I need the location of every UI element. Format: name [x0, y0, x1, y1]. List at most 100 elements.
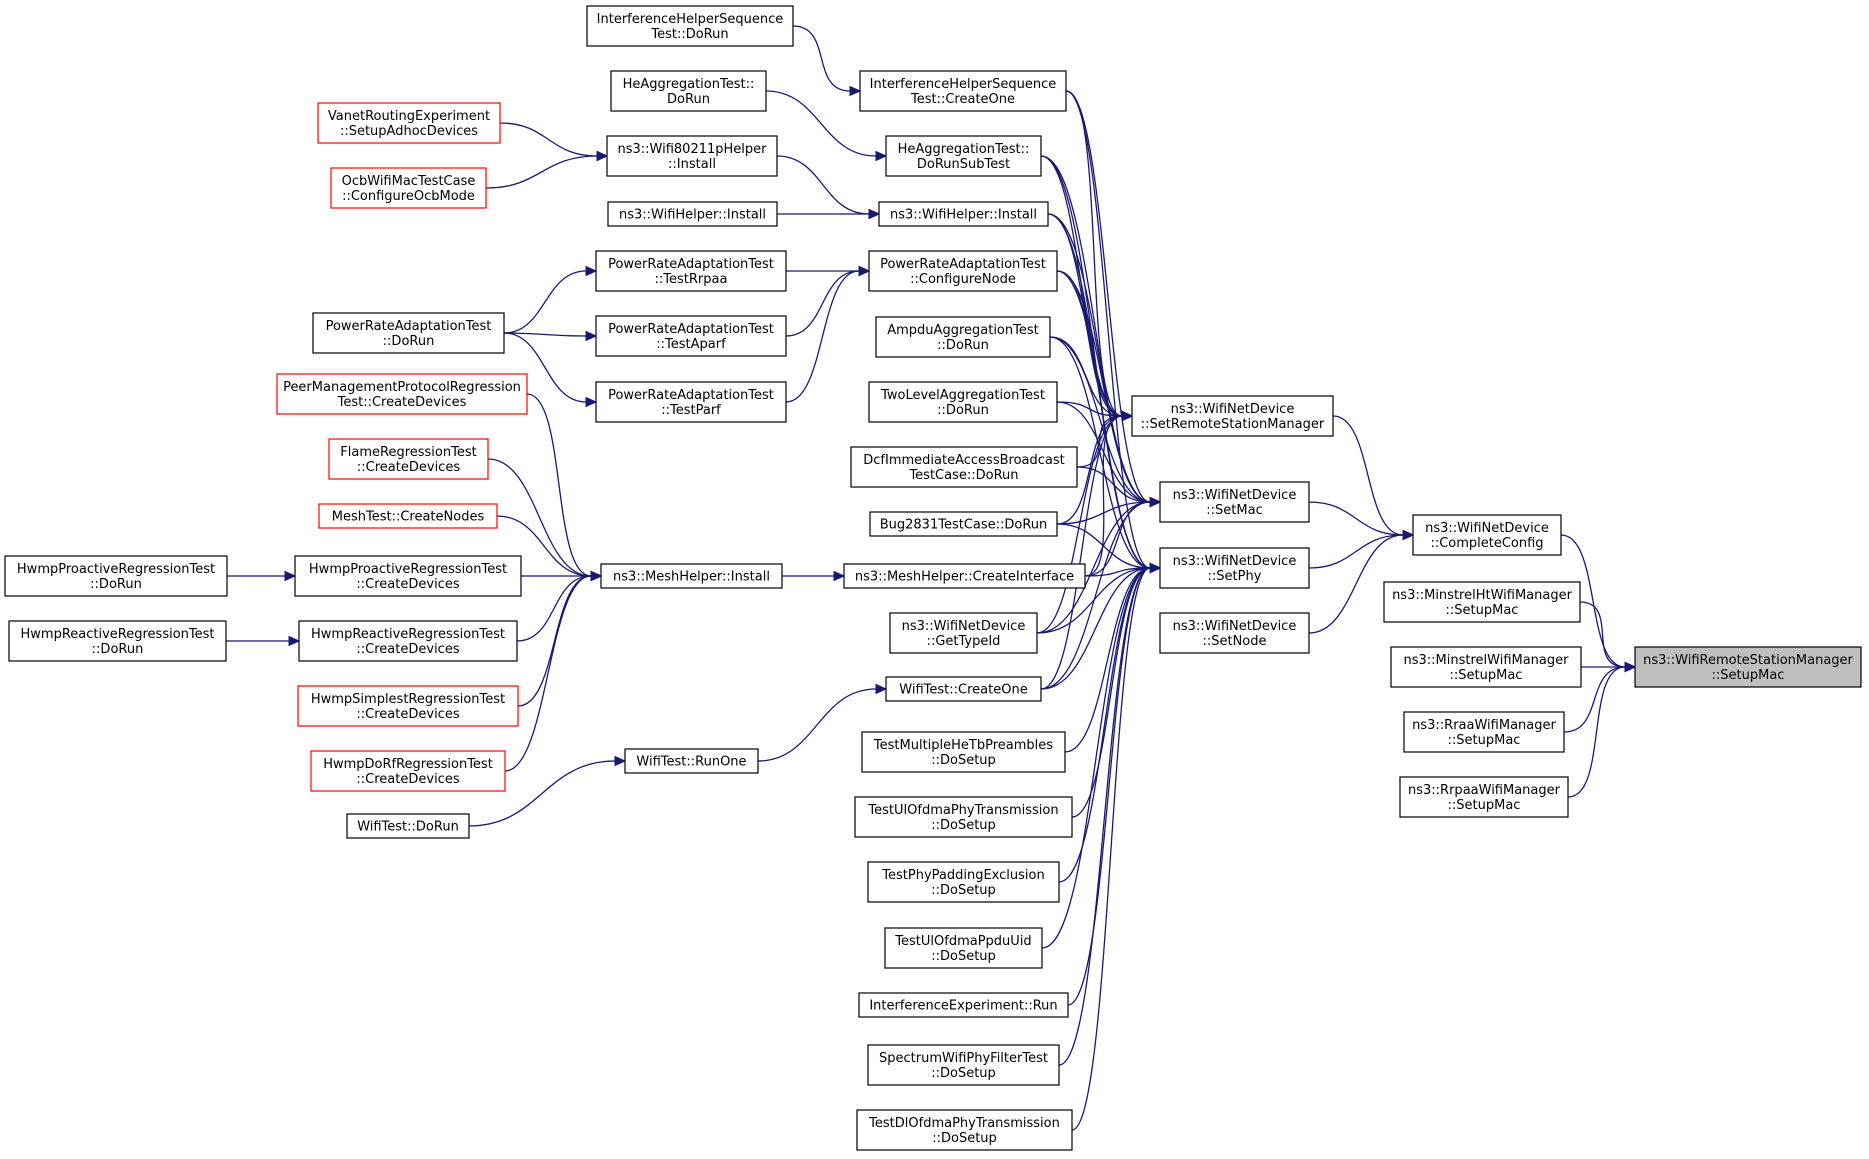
graph-node-ocb[interactable]: OcbWifiMacTestCase::ConfigureOcbMode: [330, 167, 487, 209]
graph-node-tmhe[interactable]: TestMultipleHeTbPreambles::DoSetup: [861, 731, 1066, 773]
graph-node-vanet[interactable]: VanetRoutingExperiment::SetupAdhocDevice…: [317, 102, 501, 144]
arrowhead: [585, 396, 598, 408]
graph-node-hpr_dr[interactable]: HwmpProactiveRegressionTest::DoRun: [4, 555, 228, 597]
graph-node-pra_aparf[interactable]: PowerRateAdaptationTest::TestAparf: [595, 315, 787, 357]
edge-line: [1308, 534, 1404, 569]
graph-node-mw[interactable]: ns3::MinstrelWifiManager::SetupMac: [1390, 646, 1582, 688]
graph-node-wt_co[interactable]: WifiTest::CreateOne: [885, 676, 1042, 702]
node-label-line: ::CreateDevices: [356, 642, 459, 657]
node-box: [885, 676, 1042, 702]
graph-node-hsr_cd[interactable]: HwmpSimplestRegressionTest::CreateDevice…: [297, 685, 519, 727]
graph-node-wt_ro[interactable]: WifiTest::RunOne: [624, 748, 759, 774]
node-box: [310, 750, 506, 792]
node-box: [624, 748, 759, 774]
node-box: [607, 201, 778, 227]
graph-node-hea_dr[interactable]: HeAggregationTest::DoRun: [610, 70, 767, 112]
edge-line: [1056, 501, 1151, 525]
graph-node-wh_inst[interactable]: ns3::WifiHelper::Install: [878, 201, 1049, 227]
graph-node-srsm[interactable]: ns3::WifiNetDevice::SetRemoteStationMana…: [1131, 395, 1334, 437]
graph-node-ihs_co[interactable]: InterferenceHelperSequenceTest::CreateOn…: [859, 70, 1067, 112]
arrowhead: [596, 150, 609, 162]
graph-node-tulppdu[interactable]: TestUlOfdmaPpduUid::DoSetup: [884, 927, 1043, 969]
node-label-line: FlameRegressionTest: [340, 445, 476, 460]
node-label-line: InterferenceHelperSequence: [597, 12, 784, 27]
node-label-line: ns3::WifiNetDevice: [1173, 554, 1297, 569]
graph-node-w80211p[interactable]: ns3::Wifi80211pHelper::Install: [606, 135, 778, 177]
edge-line: [785, 270, 860, 337]
graph-node-pra_dr[interactable]: PowerRateAdaptationTest::DoRun: [312, 312, 505, 354]
edge-line: [1560, 534, 1626, 668]
node-box: [330, 167, 487, 209]
node-box: [586, 5, 794, 47]
node-box: [1131, 395, 1334, 437]
graph-node-bug2831[interactable]: Bug2831TestCase::DoRun: [869, 511, 1058, 537]
node-box: [858, 992, 1069, 1018]
node-box: [1159, 612, 1310, 654]
graph-node-hea_drst[interactable]: HeAggregationTest::DoRunSubTest: [885, 135, 1042, 177]
graph-node-tdlofdma[interactable]: TestDlOfdmaPhyTransmission::DoSetup: [856, 1109, 1073, 1151]
node-label-line: ::SetupMac: [1450, 668, 1523, 683]
graph-node-tppe[interactable]: TestPhyPaddingExclusion::DoSetup: [867, 861, 1060, 903]
node-box: [843, 563, 1086, 589]
graph-node-pra_cn[interactable]: PowerRateAdaptationTest::ConfigureNode: [868, 250, 1058, 292]
node-box: [867, 1044, 1060, 1086]
edge-rpaa-to-target: [1567, 661, 1637, 798]
graph-node-smac[interactable]: ns3::WifiNetDevice::SetMac: [1159, 481, 1310, 523]
graph-node-wt_dr[interactable]: WifiTest::DoRun: [346, 813, 470, 839]
node-label-line: WifiTest::DoRun: [357, 820, 459, 835]
graph-node-hrr_cd[interactable]: HwmpReactiveRegressionTest::CreateDevice…: [298, 620, 518, 662]
edge-pra_dr-to-pra_parf: [503, 332, 598, 408]
graph-node-tulofdma[interactable]: TestUlOfdmaPhyTransmission::DoSetup: [854, 796, 1073, 838]
graph-node-pra_parf[interactable]: PowerRateAdaptationTest::TestParf: [595, 381, 787, 423]
graph-node-pra_rpaa[interactable]: PowerRateAdaptationTest::TestRrpaa: [595, 250, 787, 292]
node-label-line: HeAggregationTest::: [623, 77, 755, 92]
edge-hsr_cd-to-mh_inst: [517, 570, 603, 707]
graph-node-hdrf_cd[interactable]: HwmpDoRfRegressionTest::CreateDevices: [310, 750, 506, 792]
node-label-line: ::DoRun: [90, 577, 142, 592]
graph-node-ampdu[interactable]: AmpduAggregationTest::DoRun: [875, 316, 1051, 358]
node-label-line: ns3::MinstrelWifiManager: [1403, 653, 1569, 668]
graph-node-cc[interactable]: ns3::WifiNetDevice::CompleteConfig: [1412, 514, 1562, 556]
graph-node-wh_inst2[interactable]: ns3::WifiHelper::Install: [607, 201, 778, 227]
graph-node-gettype[interactable]: ns3::WifiNetDevice::GetTypeId: [889, 612, 1038, 654]
graph-node-dcf[interactable]: DcfImmediateAccessBroadcastTestCase::DoR…: [850, 446, 1078, 488]
graph-node-meshtest[interactable]: MeshTest::CreateNodes: [318, 503, 498, 529]
graph-node-flame[interactable]: FlameRegressionTest::CreateDevices: [328, 438, 489, 480]
edge-line: [1036, 501, 1151, 634]
arrowhead: [284, 570, 297, 582]
graph-node-twolevel[interactable]: TwoLevelAggregationTest::DoRun: [868, 381, 1058, 423]
node-box: [318, 503, 498, 529]
edge-wt_co-to-smac: [1040, 496, 1162, 690]
graph-node-raa[interactable]: ns3::RraaWifiManager::SetupMac: [1403, 711, 1565, 753]
graph-node-mh_ci[interactable]: ns3::MeshHelper::CreateInterface: [843, 563, 1086, 589]
node-label-line: ns3::WifiNetDevice: [1425, 521, 1549, 536]
graph-node-sphy[interactable]: ns3::WifiNetDevice::SetPhy: [1159, 547, 1310, 589]
edge-line: [1058, 567, 1151, 883]
graph-node-rpaa[interactable]: ns3::RrpaaWifiManager::SetupMac: [1399, 776, 1569, 818]
node-label-line: ::SetNode: [1202, 634, 1266, 649]
edge-line: [1579, 601, 1626, 668]
edge-line: [1049, 336, 1151, 503]
graph-node-hpr_cd[interactable]: HwmpProactiveRegressionTest::CreateDevic…: [294, 555, 522, 597]
edge-wt_ro-to-wt_co: [757, 683, 888, 762]
node-label-line: ::Install: [668, 157, 716, 172]
node-label-line: ::SetRemoteStationManager: [1141, 417, 1325, 432]
edge-vanet-to-w80211p: [499, 122, 609, 162]
edge-hrr_cd-to-mh_inst: [516, 570, 603, 642]
node-label-line: HeAggregationTest::: [898, 142, 1030, 157]
arrowhead: [1121, 410, 1134, 422]
graph-node-pmpr[interactable]: PeerManagementProtocolRegressionTest::Cr…: [276, 373, 528, 415]
node-label-line: ns3::Wifi80211pHelper: [618, 142, 768, 157]
node-box: [312, 312, 505, 354]
arrowhead: [875, 150, 888, 162]
graph-node-ie_run[interactable]: InterferenceExperiment::Run: [858, 992, 1069, 1018]
edge-line: [1056, 523, 1151, 569]
graph-node-mh_inst[interactable]: ns3::MeshHelper::Install: [600, 563, 783, 589]
graph-node-swpf[interactable]: SpectrumWifiPhyFilterTest::DoSetup: [867, 1044, 1060, 1086]
graph-node-hrr_dr[interactable]: HwmpReactiveRegressionTest::DoRun: [8, 620, 227, 662]
graph-node-mht[interactable]: ns3::MinstrelHtWifiManager::SetupMac: [1383, 581, 1581, 623]
graph-node-snode[interactable]: ns3::WifiNetDevice::SetNode: [1159, 612, 1310, 654]
node-box: [328, 438, 489, 480]
